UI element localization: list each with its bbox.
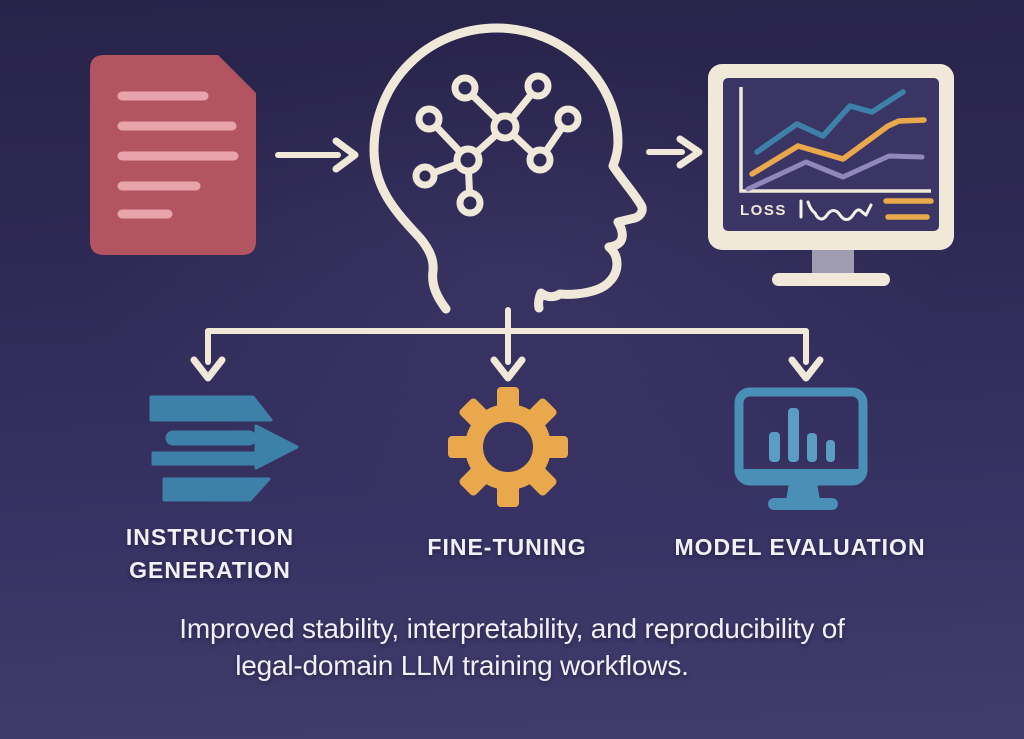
chart-axes — [739, 87, 931, 193]
eval-monitor-stand — [786, 483, 820, 500]
neural-network — [412, 72, 582, 217]
neural-node — [554, 105, 582, 133]
monitor-loss-chart-icon: LOSS — [708, 64, 954, 286]
neural-node — [456, 189, 484, 217]
document-icon — [90, 55, 256, 255]
instruction-bar — [162, 477, 271, 502]
loss-label: LOSS — [740, 202, 787, 219]
gear-icon — [448, 387, 568, 507]
neural-node — [412, 163, 438, 189]
chart-line-purple — [745, 153, 925, 192]
instruction-bar — [149, 395, 273, 422]
flow-arrow-right-icon — [275, 137, 359, 173]
instruction-bar — [151, 451, 259, 466]
gear-hole — [483, 422, 533, 472]
monitor-stand-neck — [812, 250, 854, 275]
eval-bar — [826, 440, 835, 462]
legend-bars — [883, 198, 934, 220]
eval-bar — [769, 432, 780, 462]
monitor-stand-base — [772, 273, 890, 286]
branch-connector — [190, 307, 824, 382]
caption-line-2: legal-domain LLM training workflows. — [235, 650, 689, 681]
eval-bar — [807, 433, 817, 462]
down-arrowhead-icon — [490, 356, 526, 382]
neural-node — [451, 74, 479, 102]
loss-squiggle — [799, 199, 873, 221]
monitor-bar-chart-icon — [734, 387, 868, 510]
down-arrowhead-icon — [190, 356, 226, 382]
branch-label-fine-tuning: FINE-TUNING — [427, 534, 587, 560]
branch-label-model-evaluation: MODEL EVALUATION — [674, 534, 926, 560]
neural-node — [490, 112, 520, 142]
eval-monitor-outline — [734, 387, 868, 486]
eval-monitor-bezel — [742, 469, 860, 480]
neural-node — [526, 146, 554, 174]
flow-arrow-right-icon — [646, 135, 703, 169]
head-neural-network-icon — [369, 23, 647, 314]
chart-line-blue — [754, 89, 906, 155]
neural-node — [415, 105, 443, 133]
eval-bar — [788, 408, 799, 462]
neural-node — [453, 145, 483, 175]
branch-label-instruction-generation: INSTRUCTION GENERATION — [125, 524, 295, 583]
head-profile-outline — [369, 23, 647, 314]
eval-monitor-base — [768, 498, 838, 510]
instruction-list-arrow-icon — [149, 395, 299, 502]
neural-node — [524, 72, 552, 100]
down-arrowhead-icon — [788, 356, 824, 382]
caption-line-1: Improved stability, interpretability, an… — [179, 613, 845, 644]
branch-lines — [205, 307, 809, 365]
instruction-arrowhead — [254, 424, 299, 470]
chart-line-orange — [749, 117, 927, 177]
instruction-bar — [165, 430, 257, 446]
